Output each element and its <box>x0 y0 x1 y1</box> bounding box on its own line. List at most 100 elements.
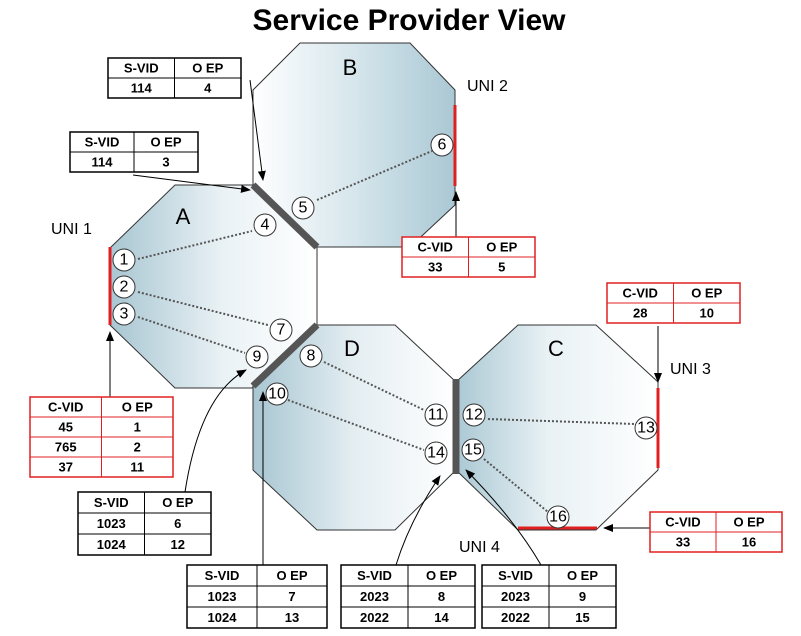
endpoint-circle <box>112 248 136 272</box>
endpoint-13: 13 <box>634 416 658 440</box>
endpoint-number: 6 <box>438 137 447 154</box>
table-header-cell: S-VID <box>357 568 392 583</box>
table-cell: 1023 <box>208 589 237 604</box>
table-cell: 7 <box>288 589 295 604</box>
endpoint-number: 9 <box>253 349 262 366</box>
domain-label-c: C <box>548 336 564 361</box>
endpoint-2: 2 <box>112 275 136 299</box>
table-cell: 9 <box>579 589 586 604</box>
endpoint-number: 11 <box>428 407 445 424</box>
table-header-cell: O EP <box>162 495 193 510</box>
table-header-cell: O EP <box>486 240 517 255</box>
page-title: Service Provider View <box>253 4 567 37</box>
table-header-cell: S-VID <box>205 568 240 583</box>
table-header-cell: O EP <box>192 61 223 76</box>
table-cell: 1 <box>134 420 141 435</box>
domain-label-b: B <box>343 55 358 80</box>
arrow-a-table <box>132 174 251 193</box>
arrow-b-table <box>249 79 266 181</box>
path-15-16 <box>483 458 549 513</box>
endpoint-number: 2 <box>120 279 129 296</box>
endpoint-circle <box>265 382 289 406</box>
path-9-10 <box>487 418 636 425</box>
nni-ad-bar <box>250 322 320 389</box>
table-header-cell: O EP <box>276 568 307 583</box>
table-header-cell: S-VID <box>498 568 533 583</box>
domain-label-d: D <box>344 336 360 361</box>
table-cell: 12 <box>171 537 185 552</box>
table-cell: 13 <box>285 610 299 625</box>
endpoint-number: 4 <box>261 217 270 234</box>
table-cell: 2 <box>134 440 141 455</box>
table-cell: 8 <box>438 589 445 604</box>
endpoint-number: 15 <box>464 442 482 459</box>
arrow-cd-table <box>465 469 542 566</box>
table-cell: 6 <box>174 516 181 531</box>
endpoint-circle <box>291 196 315 220</box>
table-header-cell: C-VID <box>623 286 658 301</box>
table-header-cell: O EP <box>122 400 153 415</box>
table-cell: 11 <box>130 460 144 475</box>
endpoint-circle <box>112 275 136 299</box>
endpoint-8: 8 <box>299 344 323 368</box>
table-header-cell: O EP <box>567 568 598 583</box>
endpoint-circle <box>430 133 454 157</box>
endpoint-number: 12 <box>465 407 483 424</box>
endpoint-circle <box>253 213 277 237</box>
endpoint-number: 1 <box>120 252 129 269</box>
table-header-cell: O EP <box>150 135 181 150</box>
table-cell: 14 <box>434 610 449 625</box>
table-header-cell: O EP <box>426 568 457 583</box>
endpoint-number: 10 <box>268 386 286 403</box>
table-uni2-cvid: C-VID O EP 33 5 <box>401 236 536 278</box>
endpoint-number: 7 <box>277 322 286 339</box>
endpoint-6: 6 <box>430 133 454 157</box>
table-cell: 114 <box>92 155 114 170</box>
table-cell: 33 <box>428 260 442 275</box>
endpoint-number: 16 <box>549 509 567 526</box>
table-cell: 3 <box>162 155 169 170</box>
table-cell: 765 <box>55 440 77 455</box>
connection-paths <box>137 150 636 513</box>
path-11-12 <box>137 316 246 354</box>
table-cell: 2022 <box>360 610 389 625</box>
table-cell: 5 <box>498 260 505 275</box>
table-cell: 2022 <box>501 610 530 625</box>
endpoint-circle <box>245 345 269 369</box>
table-cell: 15 <box>575 610 589 625</box>
table-header-cell: C-VID <box>418 240 453 255</box>
domain-d-shape <box>252 324 457 531</box>
table-cell: 45 <box>59 420 73 435</box>
endpoint-circle <box>424 441 448 465</box>
table-cell: 28 <box>633 306 647 321</box>
endpoint-number: 5 <box>299 200 308 217</box>
endpoint-14: 14 <box>424 441 448 465</box>
endpoint-1: 1 <box>112 248 136 272</box>
table-cell: 37 <box>59 460 73 475</box>
table-cell: 2023 <box>501 589 530 604</box>
nni-ab-bar <box>250 182 320 250</box>
arrow-dc-table <box>395 475 441 566</box>
pointer-arrows <box>106 79 662 566</box>
table-header-cell: O EP <box>691 286 722 301</box>
endpoint-4: 4 <box>253 213 277 237</box>
table-cell: 16 <box>742 535 756 550</box>
uni-label-3: UNI 3 <box>670 361 711 378</box>
table-cell: 114 <box>131 81 153 96</box>
endpoint-circle <box>546 505 570 529</box>
endpoint-circle <box>462 403 486 427</box>
table-cell: 2023 <box>360 589 389 604</box>
endpoint-number: 14 <box>427 445 445 462</box>
table-cell: 4 <box>204 81 212 96</box>
uni-label-2: UNI 2 <box>467 78 508 95</box>
path-7-8 <box>323 361 425 411</box>
